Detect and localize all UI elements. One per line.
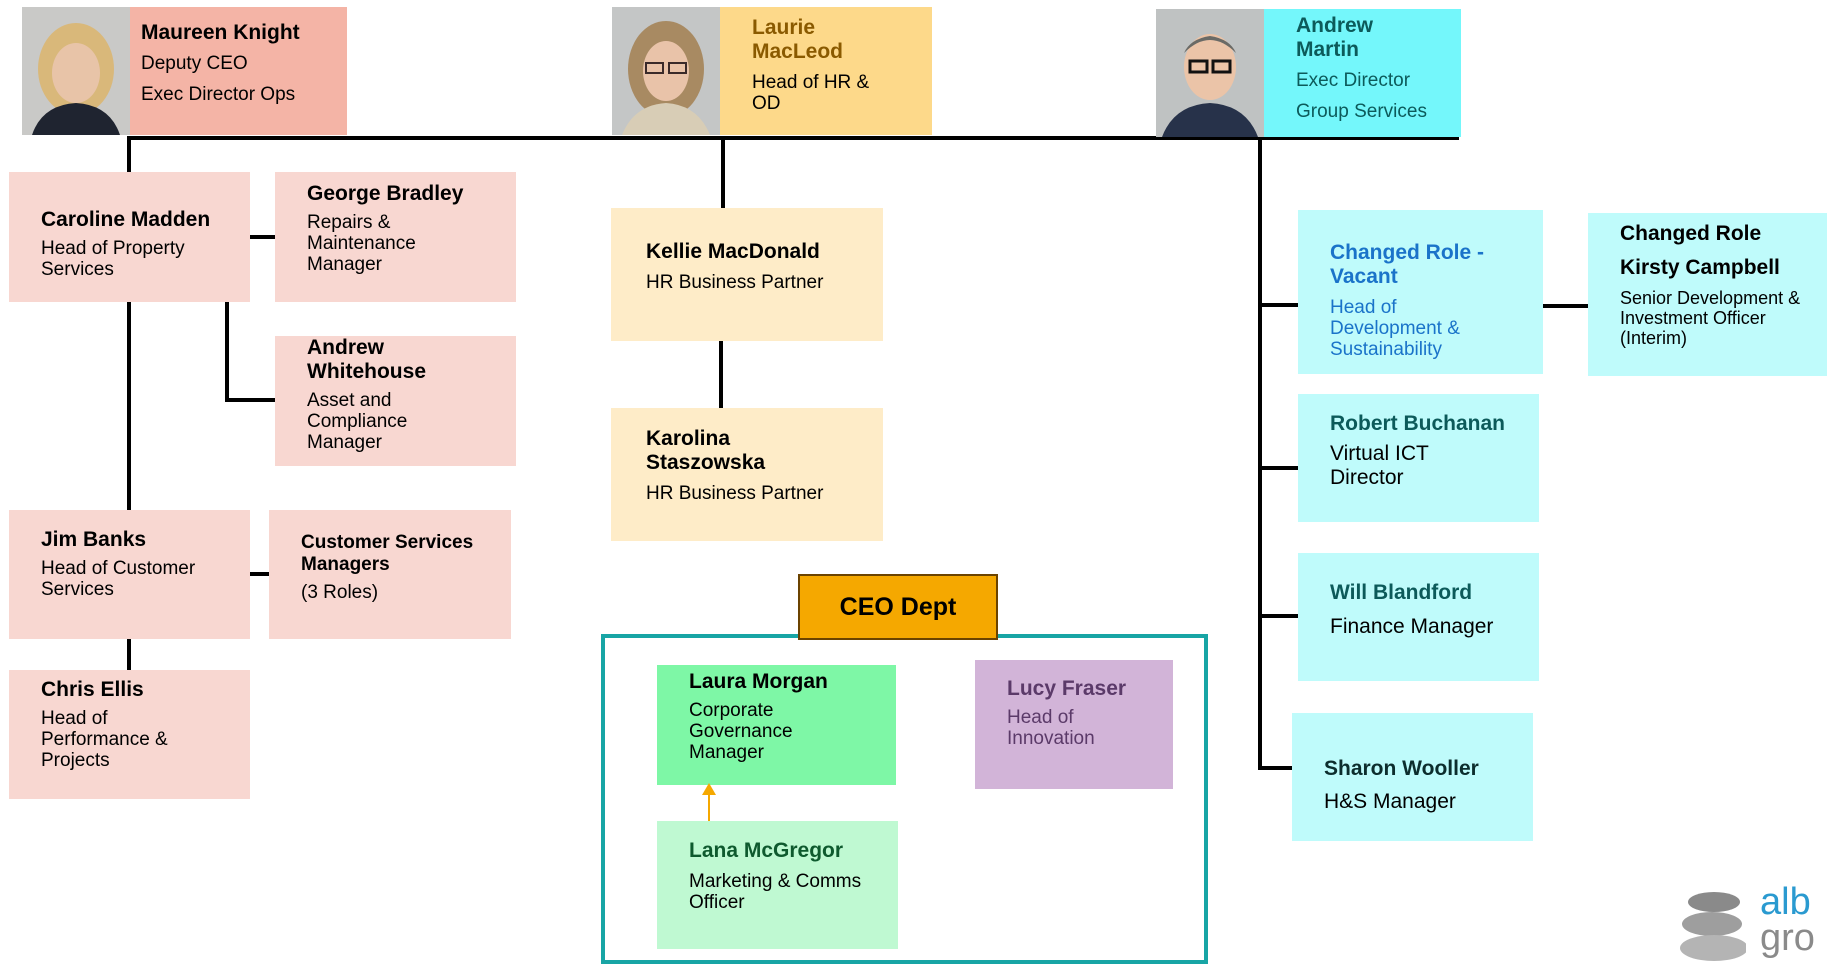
jim-name: Jim Banks	[41, 528, 147, 551]
maureen-role1: Deputy CEO	[141, 53, 248, 74]
lucy-card: Lucy Fraser Head of Innovation	[975, 660, 1173, 789]
ceo-dept-label-text: CEO Dept	[839, 592, 957, 621]
csm-name: Customer Services Managers	[301, 532, 474, 575]
andrew-card: Andrew Martin Exec Director Group Servic…	[1264, 9, 1461, 137]
chris-name: Chris Ellis	[41, 678, 144, 701]
top-connector-line	[127, 136, 1459, 140]
george-card: George Bradley Repairs & Maintenance Man…	[275, 172, 516, 302]
gs-sharon-connector	[1258, 766, 1292, 770]
ops-andrew-connector-v	[225, 302, 229, 402]
laura-card: Laura Morgan Corporate Governance Manage…	[657, 665, 896, 785]
lana-card: Lana McGregor Marketing & Comms Officer	[657, 821, 898, 949]
andrew-whitehouse-name: Andrew Whitehouse	[307, 336, 426, 383]
laurie-name: Laurie MacLeod	[752, 16, 844, 63]
logo-text-bottom: gro	[1760, 917, 1815, 959]
ops-andrew-connector-h	[225, 398, 275, 402]
company-logo: alb gro	[1676, 880, 1827, 965]
kellie-card: Kellie MacDonald HR Business Partner	[611, 208, 883, 341]
andrew-role1: Exec Director	[1296, 70, 1411, 91]
lucy-name: Lucy Fraser	[1007, 677, 1127, 700]
jim-card: Jim Banks Head of Customer Services	[9, 510, 250, 639]
csm-title: (3 Roles)	[301, 582, 379, 603]
will-title: Finance Manager	[1330, 615, 1494, 638]
maureen-name: Maureen Knight	[141, 21, 300, 44]
karolina-title: HR Business Partner	[646, 483, 824, 504]
ceo-dept-label: CEO Dept	[798, 574, 998, 640]
robert-card: Robert Buchanan Virtual ICT Director	[1298, 394, 1539, 522]
will-card: Will Blandford Finance Manager	[1298, 553, 1539, 681]
chris-title: Head of Performance & Projects	[41, 708, 168, 771]
karolina-name: Karolina Staszowska	[646, 427, 766, 474]
gs-will-connector	[1258, 614, 1298, 618]
andrew-whitehouse-card: Andrew Whitehouse Asset and Compliance M…	[275, 336, 516, 466]
maureen-role2: Exec Director Ops	[141, 84, 296, 105]
ops-csm-connector	[249, 572, 269, 576]
sharon-title: H&S Manager	[1324, 790, 1456, 813]
logo-text-top: alb	[1760, 881, 1811, 923]
robert-title: Virtual ICT Director	[1330, 442, 1429, 489]
hr-mid-line	[719, 340, 723, 408]
andrew-photo	[1156, 9, 1264, 137]
kirsty-changed-role: Changed Role	[1620, 222, 1762, 245]
gs-vertical-line	[1258, 138, 1262, 770]
kellie-title: HR Business Partner	[646, 272, 824, 293]
andrew-name: Andrew Martin	[1296, 14, 1374, 61]
jim-title: Head of Customer Services	[41, 558, 196, 600]
vacant-title: Head of Development & Sustainability	[1330, 297, 1460, 360]
vacant-card: Changed Role - Vacant Head of Developmen…	[1298, 210, 1543, 374]
vacant-name: Changed Role - Vacant	[1330, 241, 1485, 288]
george-name: George Bradley	[307, 182, 464, 205]
lucy-title: Head of Innovation	[1007, 707, 1095, 749]
hr-vertical-line	[721, 138, 725, 208]
kellie-name: Kellie MacDonald	[646, 240, 820, 263]
lana-to-laura-arrow	[702, 783, 716, 821]
caroline-title: Head of Property Services	[41, 238, 185, 280]
george-title: Repairs & Maintenance Manager	[307, 212, 416, 275]
laura-title: Corporate Governance Manager	[689, 700, 793, 763]
kirsty-title: Senior Development & Investment Officer …	[1620, 288, 1801, 348]
sharon-name: Sharon Wooller	[1324, 757, 1479, 780]
kirsty-card: Changed Role Kirsty Campbell Senior Deve…	[1588, 213, 1827, 376]
caroline-name: Caroline Madden	[41, 208, 211, 231]
maureen-card: Maureen Knight Deputy CEO Exec Director …	[130, 7, 347, 135]
lana-name: Lana McGregor	[689, 839, 844, 862]
sharon-card: Sharon Wooller H&S Manager	[1292, 713, 1533, 841]
will-name: Will Blandford	[1330, 581, 1473, 604]
gs-kirsty-connector	[1542, 304, 1588, 308]
lana-title: Marketing & Comms Officer	[689, 871, 862, 913]
gs-robert-connector	[1258, 466, 1298, 470]
stones-icon	[1680, 892, 1746, 961]
laurie-photo	[612, 7, 720, 135]
ops-george-connector	[249, 235, 275, 239]
robert-name: Robert Buchanan	[1330, 412, 1506, 435]
andrew-whitehouse-title: Asset and Compliance Manager	[307, 390, 408, 453]
kirsty-name: Kirsty Campbell	[1620, 256, 1780, 279]
csm-card: Customer Services Managers (3 Roles)	[269, 510, 511, 639]
laura-name: Laura Morgan	[689, 670, 828, 693]
chris-card: Chris Ellis Head of Performance & Projec…	[9, 670, 250, 799]
laurie-card: Laurie MacLeod Head of HR & OD	[720, 7, 932, 135]
laurie-title: Head of HR & OD	[752, 72, 870, 114]
gs-vacant-connector	[1258, 303, 1298, 307]
maureen-photo	[22, 7, 130, 135]
ops-vertical-line	[127, 138, 131, 672]
karolina-card: Karolina Staszowska HR Business Partner	[611, 408, 883, 541]
andrew-role2: Group Services	[1296, 101, 1427, 122]
caroline-card: Caroline Madden Head of Property Service…	[9, 172, 250, 302]
